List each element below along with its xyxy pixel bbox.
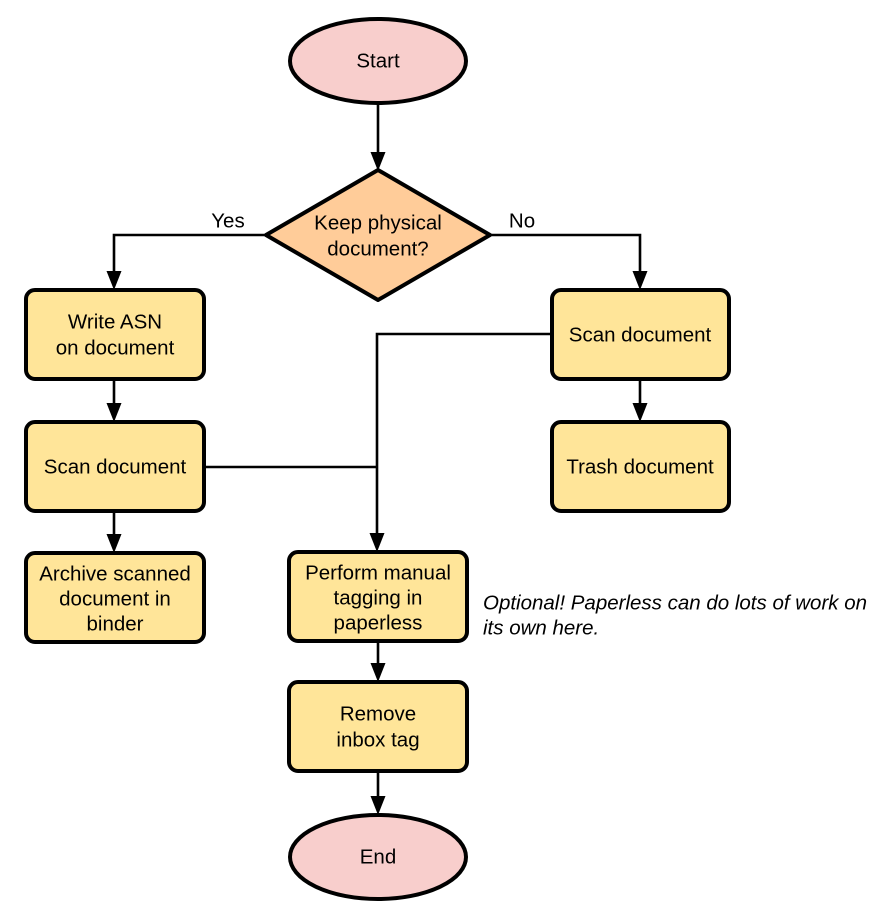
- edge-decision-yes-to-write-asn: [106, 233, 265, 290]
- decision-diamond[interactable]: [264, 168, 492, 302]
- edge-line: [490, 233, 642, 280]
- end-ellipse[interactable]: [288, 813, 468, 901]
- decision-label-line-2: document?: [327, 237, 428, 260]
- edge-remove-inbox-to-end: [370, 771, 386, 815]
- node-perform-manual-tagging[interactable]: Perform manual tagging in paperless: [287, 550, 469, 643]
- node-end[interactable]: End: [288, 813, 468, 901]
- edge-scan-right-to-manual-tagging: [369, 332, 552, 552]
- archive-label-line-1: Archive scanned: [39, 562, 191, 585]
- trash-document-box[interactable]: [550, 420, 731, 513]
- remove-inbox-tag-box[interactable]: [287, 680, 469, 773]
- edge-label-yes: Yes: [211, 209, 244, 232]
- scan-document-right-label: Scan document: [569, 323, 712, 346]
- manual-tagging-box[interactable]: [287, 550, 469, 643]
- note-line-1: Optional! Paperless can do lots of work …: [483, 591, 867, 614]
- arrow-head: [632, 271, 648, 290]
- edge-labels-layer: Yes No: [211, 209, 535, 232]
- node-write-asn-on-document[interactable]: Write ASN on document: [24, 288, 206, 381]
- write-asn-label-line-1: Write ASN: [68, 310, 162, 333]
- trash-document-label: Trash document: [566, 455, 714, 478]
- arrow-head: [106, 271, 122, 290]
- archive-box[interactable]: [24, 551, 206, 644]
- node-trash-document[interactable]: Trash document: [550, 420, 731, 513]
- decision-label-line-1: Keep physical: [314, 211, 442, 234]
- edge-label-no: No: [509, 209, 535, 232]
- arrow-head: [370, 663, 386, 682]
- arrow-head: [370, 152, 386, 171]
- start-ellipse[interactable]: [288, 17, 468, 105]
- node-remove-inbox-tag[interactable]: Remove inbox tag: [287, 680, 469, 773]
- edge-start-to-decision: [370, 103, 386, 171]
- remove-inbox-label-line-2: inbox tag: [336, 728, 419, 751]
- edge-line: [375, 332, 552, 542]
- manual-tagging-label-line-1: Perform manual: [305, 561, 451, 584]
- node-archive-scanned-document-in-binder[interactable]: Archive scanned document in binder: [24, 551, 206, 644]
- edge-decision-no-to-scan-right: [490, 233, 648, 290]
- scan-document-left-label: Scan document: [44, 455, 187, 478]
- arrow-head: [106, 534, 122, 553]
- node-scan-document-left[interactable]: Scan document: [24, 420, 206, 513]
- manual-tagging-label-line-2: tagging in: [334, 586, 423, 609]
- scan-document-left-box[interactable]: [24, 420, 206, 513]
- write-asn-box[interactable]: [24, 288, 206, 381]
- end-label: End: [360, 845, 396, 868]
- start-label: Start: [356, 49, 400, 72]
- scan-document-right-box[interactable]: [550, 288, 731, 381]
- write-asn-label-line-2: on document: [56, 336, 175, 359]
- edge-manual-tagging-to-remove-inbox: [370, 641, 386, 682]
- note-line-2: its own here.: [483, 616, 599, 639]
- note-optional-paperless: Optional! Paperless can do lots of work …: [483, 591, 867, 639]
- arrow-head: [632, 403, 648, 422]
- edge-scan-left-to-archive: [106, 511, 122, 553]
- manual-tagging-label-line-3: paperless: [334, 611, 423, 634]
- archive-label-line-2: document in: [59, 587, 171, 610]
- edge-line: [112, 233, 265, 280]
- node-start[interactable]: Start: [288, 17, 468, 105]
- arrow-head: [106, 403, 122, 422]
- nodes-layer: Start Keep physical document? Write ASN …: [24, 17, 731, 901]
- node-decision-keep-physical-document[interactable]: Keep physical document?: [264, 168, 492, 302]
- archive-label-line-3: binder: [87, 612, 144, 635]
- edge-write-asn-to-scan-left: [106, 379, 122, 422]
- node-scan-document-right[interactable]: Scan document: [550, 288, 731, 381]
- remove-inbox-label-line-1: Remove: [340, 702, 416, 725]
- arrow-head: [369, 533, 385, 552]
- arrow-head: [370, 796, 386, 815]
- edge-scan-right-to-trash: [632, 379, 648, 422]
- edges-layer: [106, 103, 648, 815]
